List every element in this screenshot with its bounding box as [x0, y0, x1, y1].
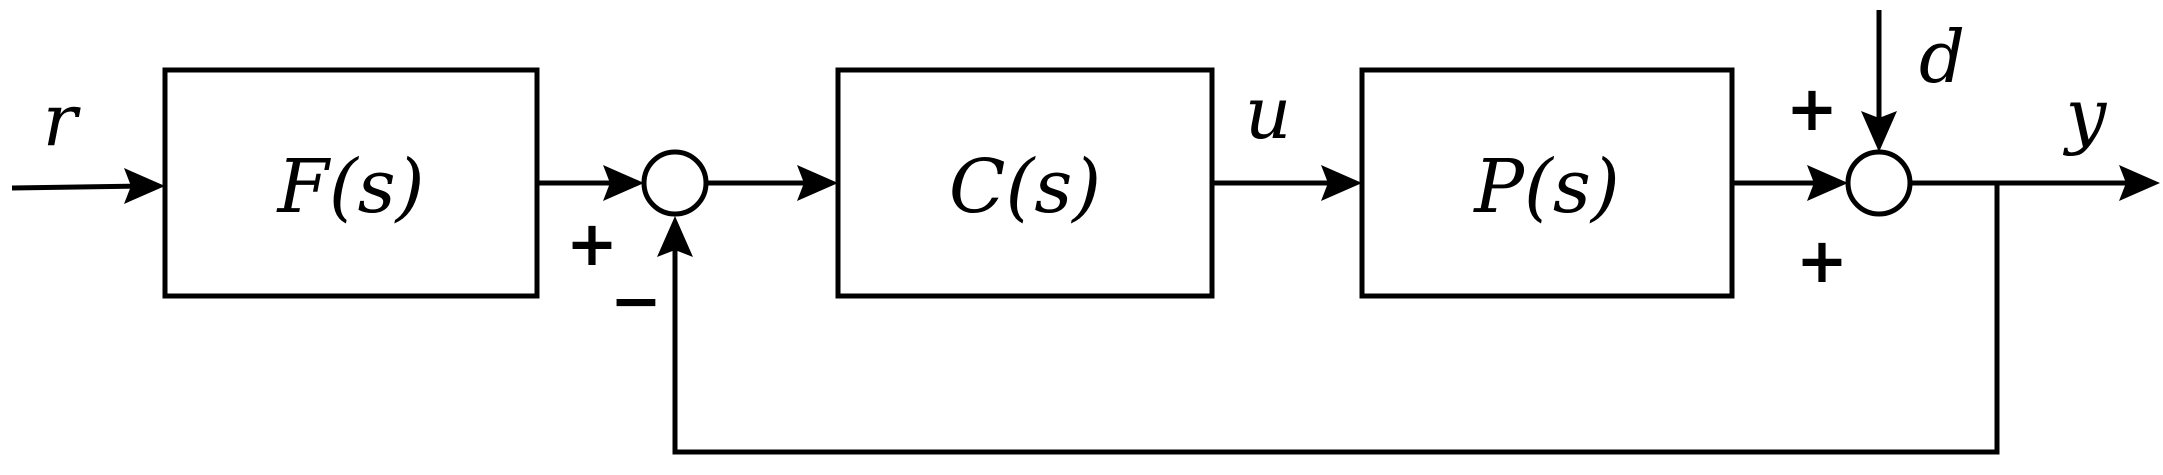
reference-arrowhead [124, 168, 165, 204]
sum2-plus-sign-plant: + [1786, 72, 1838, 145]
feedback-path [672, 183, 2000, 455]
sum-input-arrowhead [603, 165, 644, 201]
sum2-plus-sign-disturbance: + [1796, 224, 1848, 297]
output-sum-input-arrowhead [1807, 165, 1848, 201]
summing-junction-error [641, 149, 709, 217]
summing-junction-output [1845, 149, 1913, 217]
prefilter-block [162, 67, 540, 299]
controller-block [835, 67, 1215, 299]
feedback-arrowhead [657, 216, 693, 257]
reference-input-line [11, 183, 149, 191]
reference-signal-label: r [43, 78, 81, 162]
prefilter-label: F(s) [275, 144, 424, 230]
sum1-minus-sign: − [610, 264, 662, 337]
output-signal-label: y [2063, 73, 2108, 157]
disturbance-arrowhead [1861, 111, 1897, 152]
output-arrowhead [2119, 165, 2160, 201]
control-signal-label: u [1245, 71, 1291, 155]
controller-input-arrowhead [797, 165, 838, 201]
plant-input-arrowhead [1321, 165, 1362, 201]
disturbance-signal-label: d [1919, 15, 1965, 99]
sum1-plus-sign: + [566, 207, 618, 280]
plant-block [1359, 67, 1735, 299]
controller-label: C(s) [949, 144, 1101, 230]
plant-label: P(s) [1472, 144, 1620, 230]
